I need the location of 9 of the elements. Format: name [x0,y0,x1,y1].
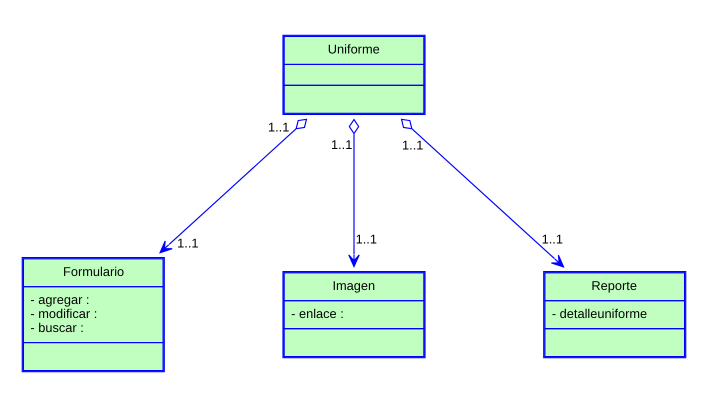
label: 1..1 [356,230,377,246]
label: 1..1 [542,230,563,246]
arrow [348,118,360,267]
label: 1..1 [268,118,290,134]
arrow [160,118,308,253]
label: 1..1 [177,234,199,250]
label: 1..1 [402,136,424,152]
arrow [400,118,564,267]
label: 1..1 [331,136,352,152]
